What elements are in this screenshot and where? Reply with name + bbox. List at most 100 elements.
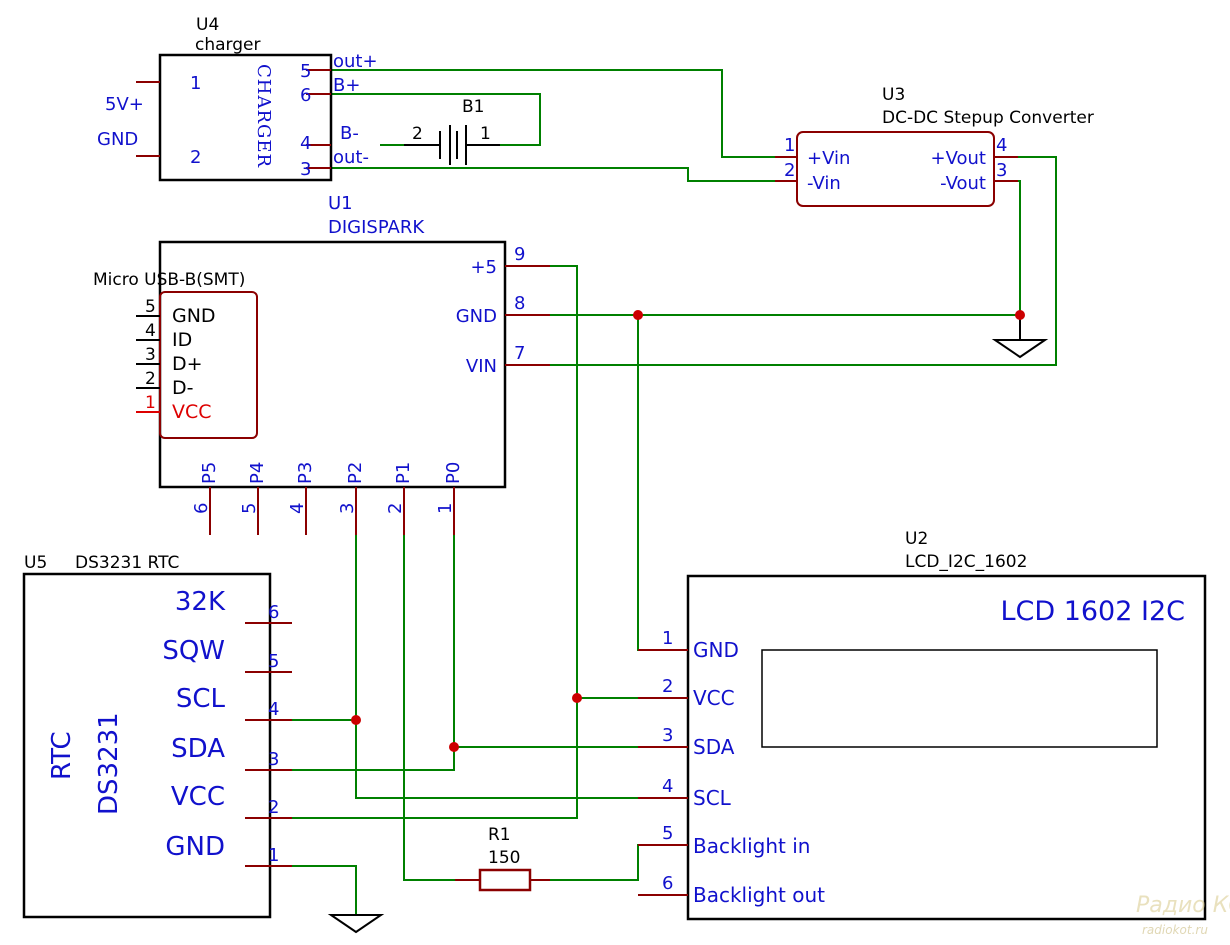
r1-ref: R1 <box>488 825 511 845</box>
u1-p1-label: P1 <box>393 462 414 484</box>
u1-digispark: U1 DIGISPARK 9 8 7 +5 GND VIN P5 P4 P3 P… <box>93 193 550 535</box>
u5-pin3-num: 3 <box>268 749 279 770</box>
usb-title: Micro USB-B(SMT) <box>93 270 245 290</box>
u4-pin1-num: 1 <box>190 73 201 94</box>
u4-pin5-label: out+ <box>333 51 378 72</box>
u1-p5-num: 6 <box>191 503 212 514</box>
u5-ref: U5 <box>24 553 47 573</box>
u5-pin6-num: 6 <box>268 602 279 623</box>
junctions <box>351 310 1025 752</box>
b1-pin-left: 2 <box>412 124 423 144</box>
u5-pin4-label: SCL <box>176 684 226 714</box>
u1-p2-label: P2 <box>345 462 366 484</box>
usb-pin4-num: 4 <box>145 321 156 341</box>
u2-name: LCD_I2C_1602 <box>905 552 1027 572</box>
u1-pin9-label: +5 <box>470 257 497 278</box>
u4-pin6-num: 6 <box>300 85 311 106</box>
u4-ref: U4 <box>196 15 219 35</box>
u2-pin6-label: Backlight out <box>693 883 825 907</box>
u1-p3-label: P3 <box>295 462 316 484</box>
u1-pin7-label: VIN <box>466 356 497 377</box>
u3-pin3-num: 3 <box>996 160 1007 181</box>
b1-pin-right: 1 <box>480 124 491 144</box>
u1-p1-num: 2 <box>385 503 406 514</box>
usb-pin5-label: GND <box>172 305 216 327</box>
usb-pin2-label: D- <box>172 377 194 399</box>
u4-pin6-label: B+ <box>333 75 360 96</box>
junction-dot <box>1015 310 1025 320</box>
u5-pin4-num: 4 <box>268 699 279 720</box>
u1-p0-label: P0 <box>443 462 464 484</box>
u3-pin1-label: +Vin <box>807 148 850 169</box>
u5-pin2-label: VCC <box>171 782 225 812</box>
u3-body <box>796 131 995 207</box>
u3-dcdc-converter: U3 DC-DC Stepup Converter 1 2 4 3 +Vin -… <box>775 85 1094 207</box>
u1-pin7-num: 7 <box>514 343 525 364</box>
usb-pin4-label: ID <box>172 329 192 351</box>
u4-body <box>158 53 333 182</box>
u3-name: DC-DC Stepup Converter <box>882 108 1094 128</box>
u5-pin6-label: 32K <box>175 587 226 617</box>
u1-p5-label: P5 <box>199 462 220 484</box>
watermark-title: Радио КОТ <box>1136 893 1230 918</box>
u2-ref: U2 <box>905 529 928 549</box>
u5-name: DS3231 RTC <box>75 553 179 573</box>
u4-net-5v: 5V+ <box>105 94 144 115</box>
u2-pin5-num: 5 <box>662 823 673 844</box>
u2-pin4-num: 4 <box>662 776 673 797</box>
lcd-screen <box>761 649 1158 748</box>
u4-name: charger <box>195 35 260 55</box>
r1-resistor: R1 150 <box>455 825 550 892</box>
u3-pin2-label: -Vin <box>807 173 841 194</box>
u1-pin8-num: 8 <box>514 293 525 314</box>
u4-body-label: CHARGER <box>253 64 274 168</box>
u3-pin3-label: -Vout <box>940 173 986 194</box>
usb-pin1-label: VCC <box>172 401 212 423</box>
u1-p4-label: P4 <box>247 462 268 484</box>
u1-ref: U1 <box>328 193 353 214</box>
u1-name: DIGISPARK <box>328 217 425 238</box>
u4-charger: U4 charger CHARGER 1 2 5V+ GND 5 6 4 3 o… <box>97 15 378 182</box>
u4-pin3-label: out- <box>333 147 369 168</box>
usb-pin1-num: 1 <box>145 393 156 413</box>
usb-pin3-label: D+ <box>172 353 203 375</box>
usb-pin2-num: 2 <box>145 369 156 389</box>
u3-pin1-num: 1 <box>784 135 795 156</box>
usb-connector: Micro USB-B(SMT) 5 4 3 2 1 GND ID D+ D- … <box>93 270 258 439</box>
u2-pin4-label: SCL <box>693 786 732 810</box>
u2-pin3-num: 3 <box>662 725 673 746</box>
u2-pin2-num: 2 <box>662 676 673 697</box>
junction-dot <box>633 310 643 320</box>
u2-title: LCD 1602 I2C <box>1000 596 1185 627</box>
u5-pin5-num: 5 <box>268 651 279 672</box>
u4-net-gnd: GND <box>97 129 138 150</box>
ground-symbol-bottom <box>327 914 385 934</box>
u1-p0-num: 1 <box>435 503 456 514</box>
u4-pin3-num: 3 <box>300 159 311 180</box>
junction-dot <box>449 742 459 752</box>
u5-pin3-label: SDA <box>171 734 225 764</box>
watermark-url: radiokot.ru <box>1142 923 1208 937</box>
u2-pin1-num: 1 <box>662 628 673 649</box>
u2-pin6-num: 6 <box>662 873 673 894</box>
r1-value: 150 <box>488 848 520 868</box>
ground-symbol-top <box>991 315 1049 359</box>
b1-ref: B1 <box>462 97 484 117</box>
u5-pin5-label: SQW <box>162 636 225 666</box>
u3-ref: U3 <box>882 85 905 105</box>
r1-body <box>478 868 532 892</box>
b1-battery: B1 2 1 <box>404 97 500 165</box>
u5-pin1-label: GND <box>165 832 225 862</box>
u5-pin2-num: 2 <box>268 797 279 818</box>
u3-pin4-label: +Vout <box>931 148 986 169</box>
u1-p4-num: 5 <box>239 503 260 514</box>
u5-body-label1: RTC <box>47 731 77 780</box>
u2-pin3-label: SDA <box>693 735 735 759</box>
junction-dot <box>572 693 582 703</box>
u4-pin5-num: 5 <box>300 61 311 82</box>
u2-lcd: U2 LCD_I2C_1602 LCD 1602 I2C 1 2 3 4 5 6… <box>638 529 1207 921</box>
usb-pin3-num: 3 <box>145 345 156 365</box>
u3-pin4-num: 4 <box>996 135 1007 156</box>
u5-pin1-num: 1 <box>268 845 279 866</box>
